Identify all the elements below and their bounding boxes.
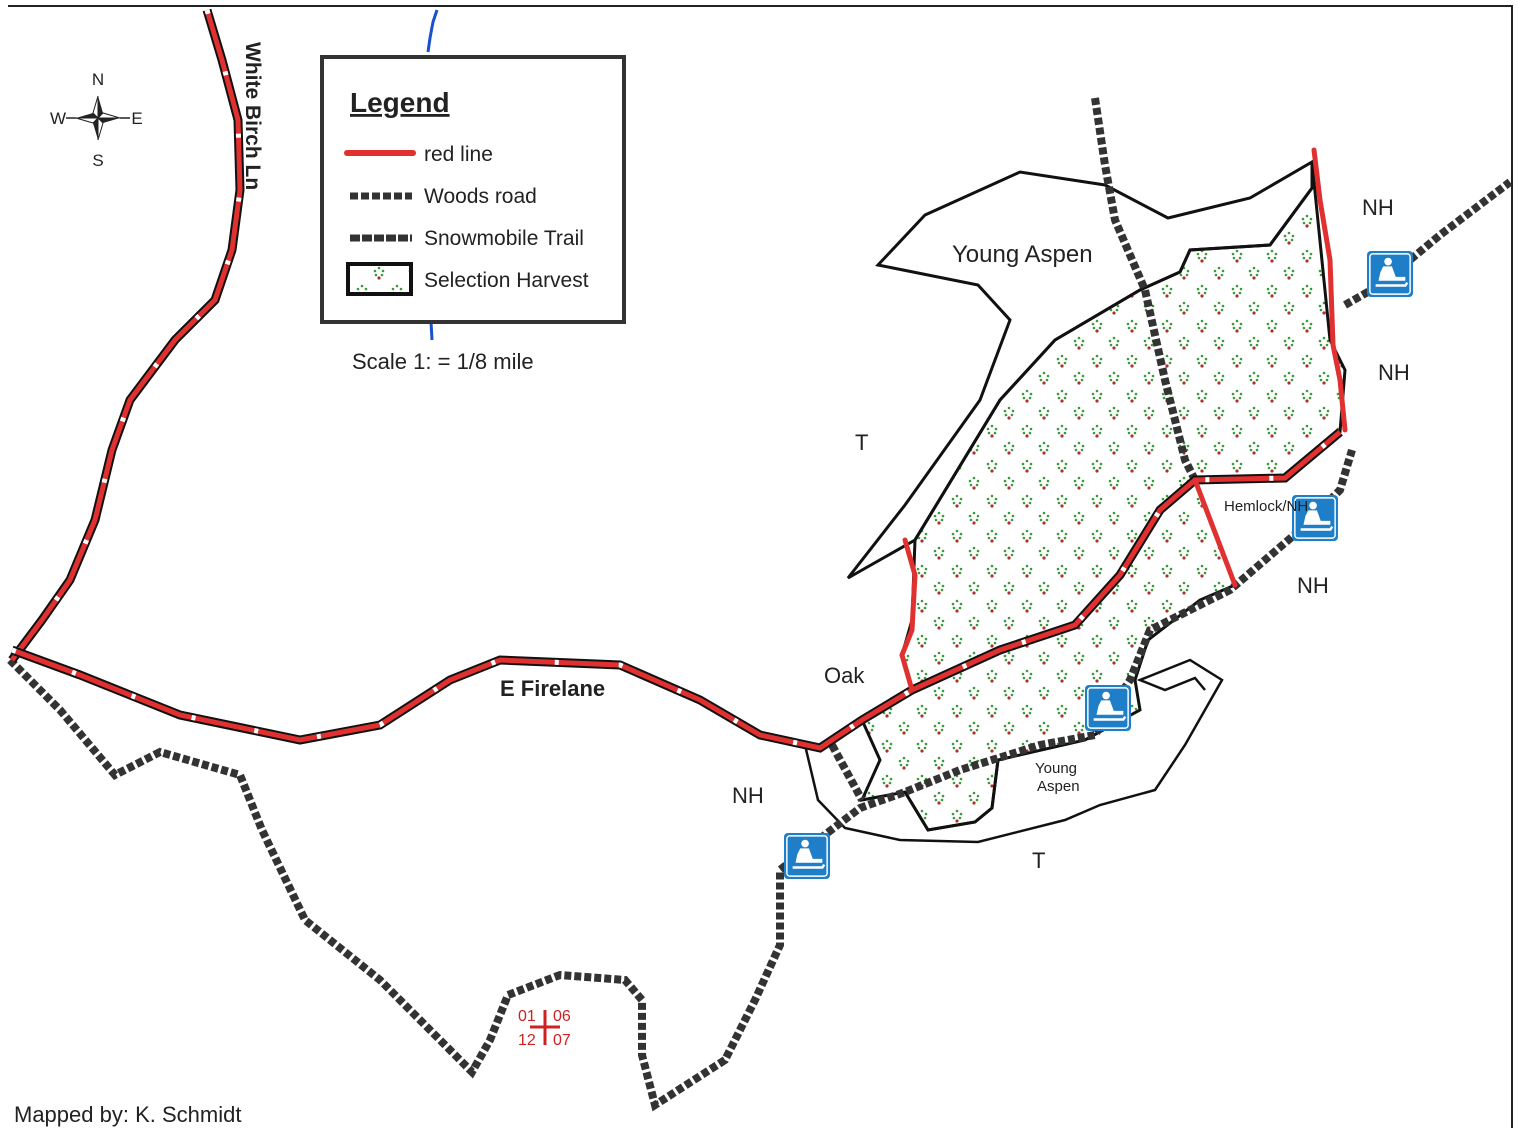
compass-rose-icon — [66, 95, 130, 141]
snowmobile-sign-icon — [784, 833, 830, 879]
page-frame — [8, 5, 1513, 1128]
white-birch-ln-label: White Birch Ln — [241, 42, 264, 190]
legend-item-label: Snowmobile Trail — [424, 227, 584, 250]
legend-item-label: Woods road — [424, 185, 537, 208]
stream — [429, 321, 434, 341]
stand-label-t: T — [855, 430, 868, 455]
compass-n-label: N — [92, 70, 104, 89]
young-aspen-south-stand — [903, 759, 1000, 832]
legend: Legend red line Woods road Snowmobile Tr… — [320, 55, 626, 324]
mapped-by-credit: Mapped by: K. Schmidt — [14, 1102, 241, 1127]
section-corner-br: 07 — [553, 1032, 571, 1049]
stand-label-hemlock-nh: Hemlock/NH — [1224, 498, 1308, 515]
section-corner-tl: 01 — [518, 1008, 536, 1025]
e-firelane-label: E Firelane — [500, 676, 605, 701]
stream — [426, 9, 439, 53]
section-corner-tr: 06 — [553, 1008, 571, 1025]
stand-label-aspen: Aspen — [1037, 778, 1080, 795]
compass-w-label: W — [50, 109, 66, 128]
stand-label-young-aspen: Young Aspen — [952, 241, 1093, 268]
legend-title: Legend — [350, 87, 450, 118]
stand-label-nh: NH — [1362, 195, 1394, 220]
section-corner-marker — [530, 1010, 560, 1045]
stand-label-oak: Oak — [824, 663, 865, 688]
snowmobile-sign-icon — [1085, 685, 1131, 731]
roads-red — [8, 8, 1343, 753]
snowmobile-sign-icon — [1367, 251, 1413, 297]
compass-e-label: E — [131, 109, 142, 128]
section-corner-bl: 12 — [518, 1032, 536, 1049]
stand-label-nh: NH — [1378, 360, 1410, 385]
stand-label-nh: NH — [732, 783, 764, 808]
scale-label: Scale 1: = 1/8 mile — [352, 349, 534, 374]
stand-label-young: Young — [1035, 760, 1077, 777]
legend-item-label: red line — [424, 143, 493, 166]
compass-s-label: S — [92, 151, 103, 170]
south-stand-boundary — [803, 658, 1224, 844]
woods-road-oak — [828, 743, 866, 802]
woods-road-north — [1091, 97, 1199, 482]
snowmobile-trail-northeast — [1343, 178, 1513, 309]
selection-harvest-icon — [346, 262, 413, 296]
legend-item-label: Selection Harvest — [424, 269, 589, 292]
red-boundary-lines — [899, 147, 1348, 693]
stand-label-nh: NH — [1297, 573, 1329, 598]
stand-label-t: T — [1032, 848, 1045, 873]
